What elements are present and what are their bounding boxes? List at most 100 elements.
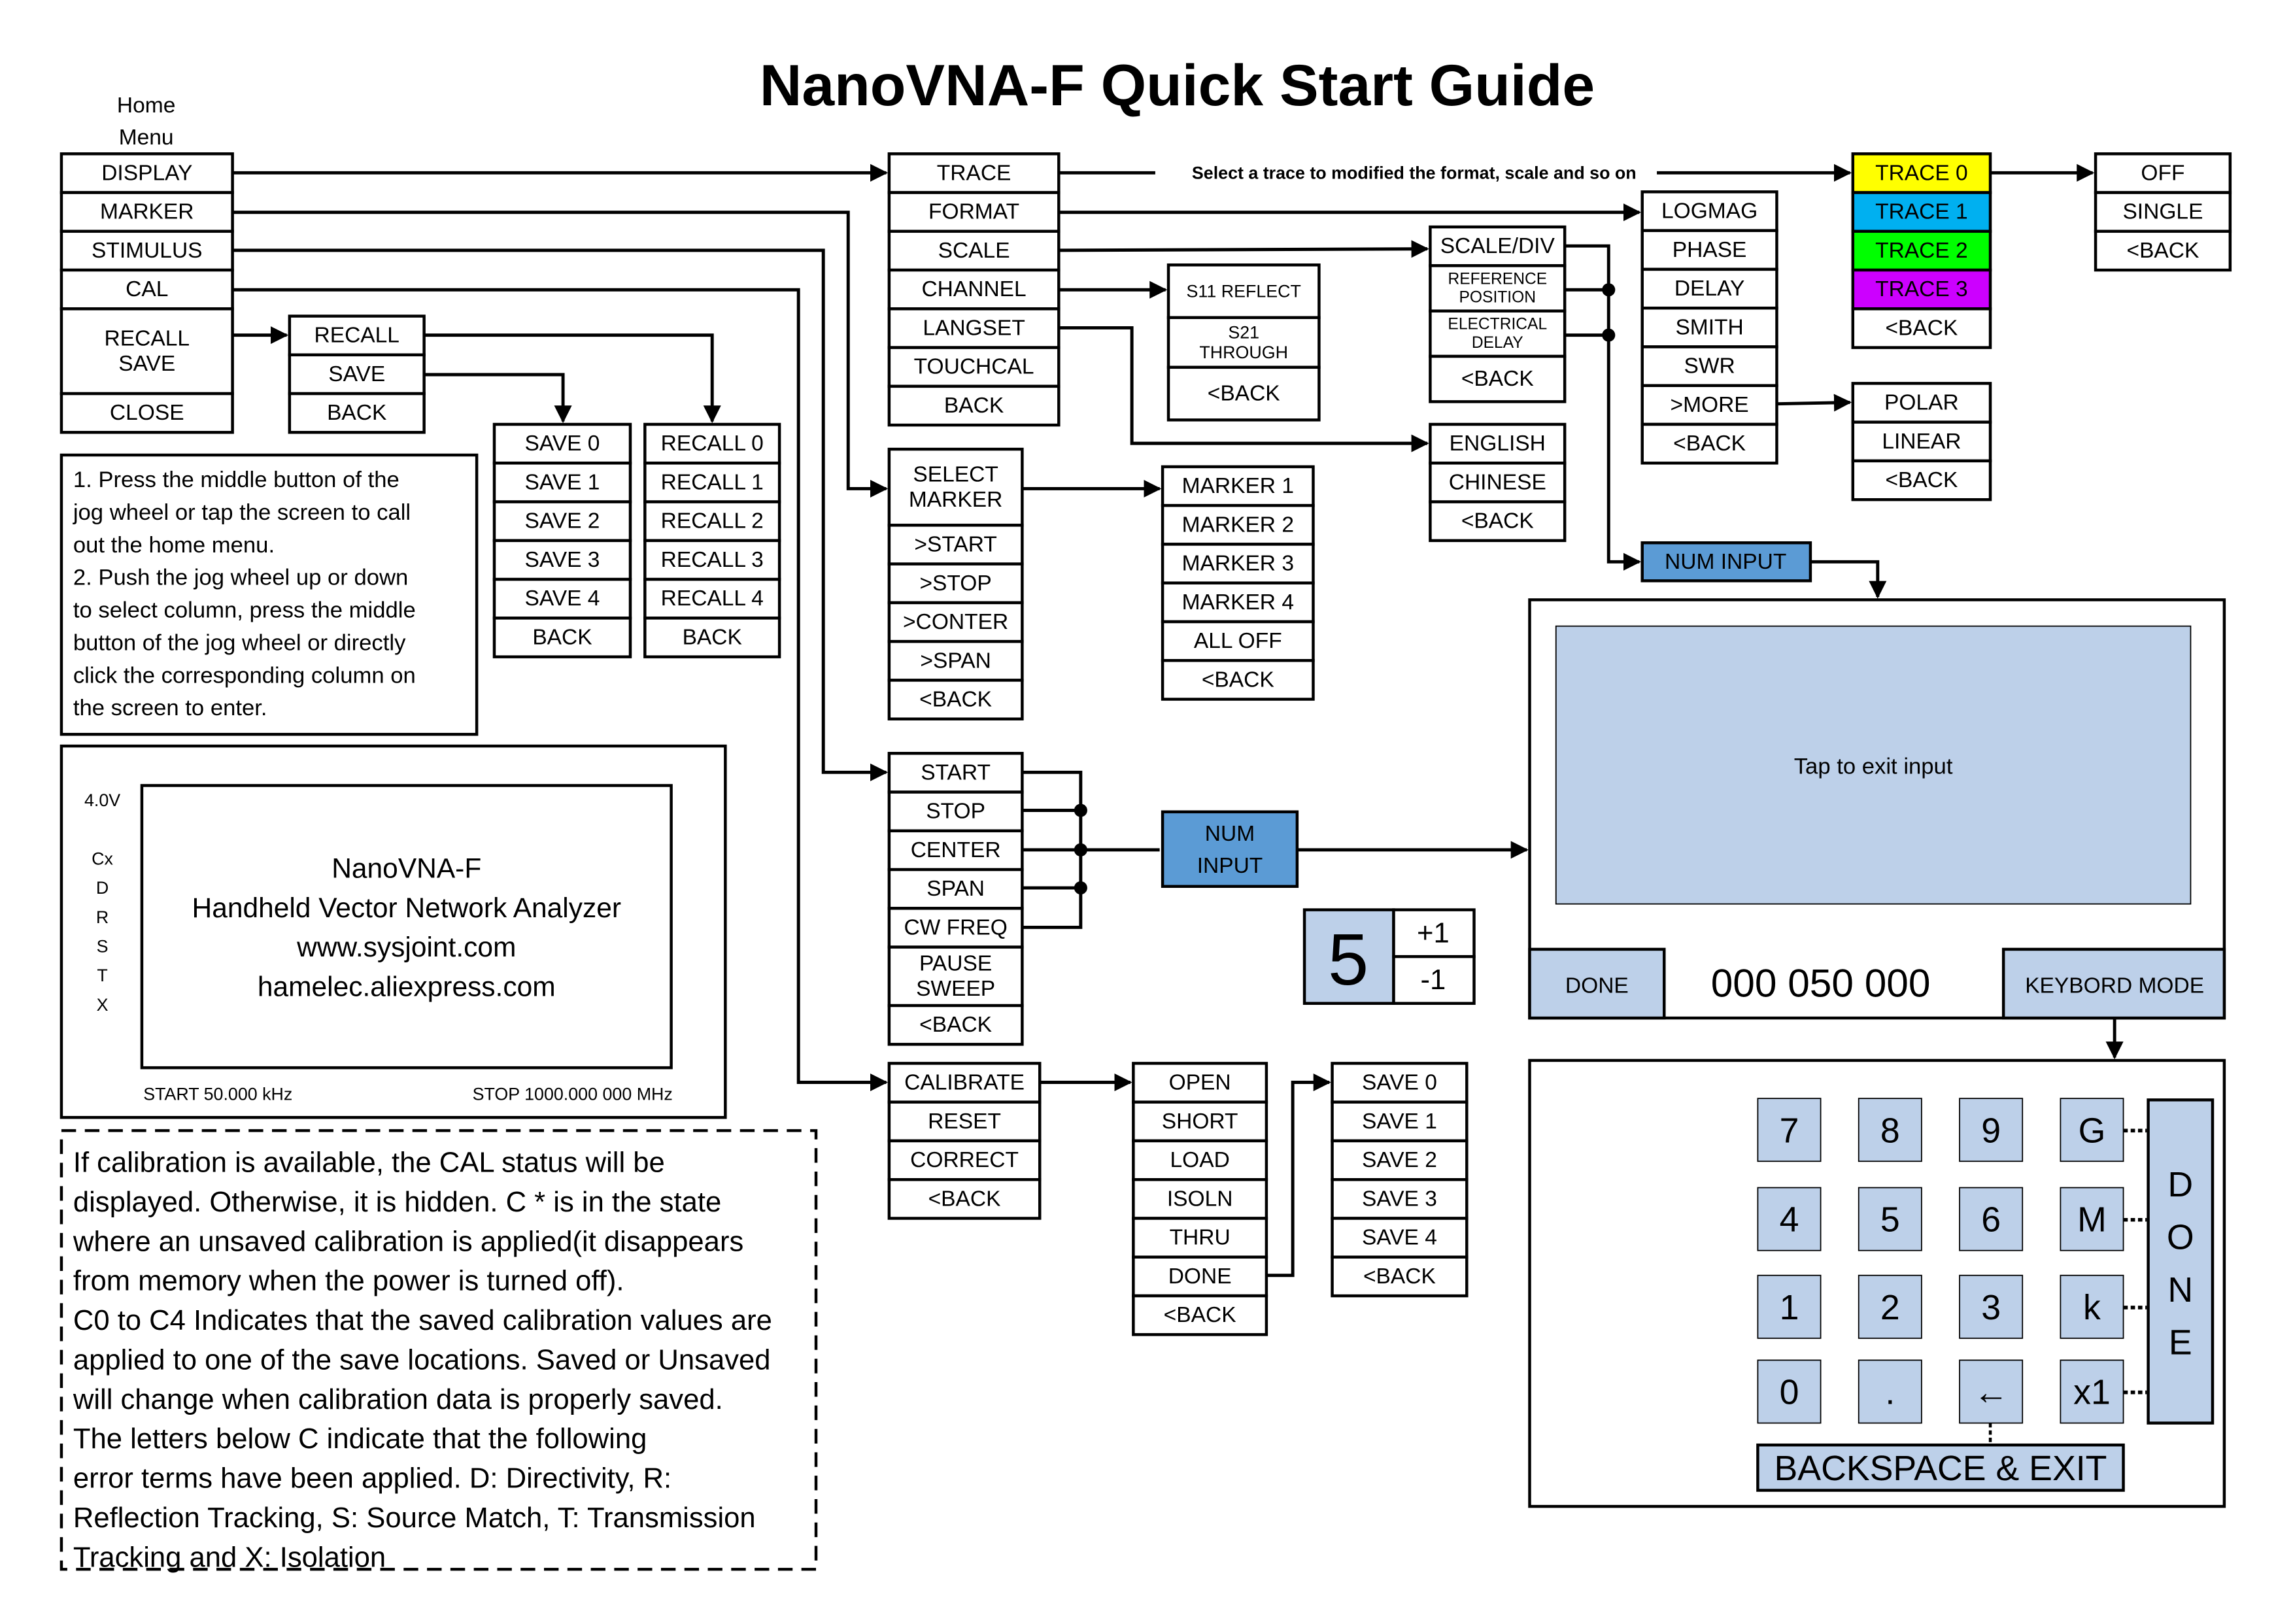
tap-to-exit-area[interactable] bbox=[1555, 625, 2192, 905]
menu-item-save-0[interactable] bbox=[492, 422, 632, 465]
menu-item-phase[interactable] bbox=[1640, 229, 1778, 271]
menu-item-langset[interactable] bbox=[887, 307, 1061, 349]
menu-item-back[interactable] bbox=[1851, 307, 1992, 349]
menu-item-marker[interactable] bbox=[59, 191, 234, 233]
keyboard-mode-button[interactable] bbox=[2001, 947, 2226, 1020]
menu-item-back[interactable] bbox=[1161, 659, 1315, 701]
key-M[interactable]: M bbox=[2060, 1187, 2124, 1251]
jog-minus-one[interactable]: -1 bbox=[1420, 964, 1446, 996]
menu-item-linear[interactable] bbox=[1851, 420, 1992, 463]
menu-item-save-3[interactable] bbox=[492, 539, 632, 581]
menu-item-label: SAVE bbox=[328, 362, 385, 386]
menu-item-label: SAVE 4 bbox=[525, 586, 600, 611]
key-4[interactable]: 4 bbox=[1757, 1187, 1822, 1251]
menu-item-span[interactable] bbox=[887, 639, 1024, 682]
menu-item-back[interactable] bbox=[887, 1178, 1042, 1220]
key-3[interactable]: 3 bbox=[1959, 1274, 2024, 1339]
menu-item-label: <BACK bbox=[919, 1013, 992, 1037]
done-letter: N bbox=[2167, 1270, 2193, 1310]
menu-item-back[interactable] bbox=[2094, 229, 2232, 272]
jog-plus-one[interactable]: +1 bbox=[1417, 917, 1450, 949]
num-done-button[interactable] bbox=[1528, 947, 1666, 1020]
key-1[interactable]: 1 bbox=[1757, 1274, 1822, 1339]
key-2[interactable]: 2 bbox=[1858, 1274, 1922, 1339]
menu-item-label: LANGSET bbox=[923, 316, 1025, 340]
menu-item-back[interactable] bbox=[1166, 365, 1321, 422]
menu-item-save-2[interactable] bbox=[492, 500, 632, 543]
key-0[interactable]: 0 bbox=[1757, 1359, 1822, 1424]
menu-item-s21-through[interactable] bbox=[1166, 316, 1321, 369]
key-8[interactable]: 8 bbox=[1858, 1098, 1922, 1162]
keypad-done-button[interactable] bbox=[2147, 1098, 2215, 1425]
menu-item-back[interactable] bbox=[1429, 500, 1567, 543]
menu-item-start[interactable] bbox=[887, 524, 1024, 566]
key-k[interactable]: k bbox=[2060, 1274, 2124, 1339]
menu-item-back[interactable] bbox=[887, 1004, 1024, 1046]
menu-item-back[interactable] bbox=[288, 392, 426, 434]
key-backspace[interactable]: ← bbox=[1959, 1359, 2024, 1424]
num-input-box-top[interactable]: NUM INPUT bbox=[1640, 541, 1812, 583]
menu-item-back[interactable] bbox=[643, 617, 781, 658]
backspace-exit-button[interactable] bbox=[1756, 1443, 2125, 1492]
menu-item-back[interactable] bbox=[1132, 1294, 1268, 1336]
menu-item-select-marker[interactable] bbox=[887, 447, 1024, 527]
key-dot[interactable]: . bbox=[1858, 1359, 1922, 1424]
menu-item-done[interactable] bbox=[1132, 1255, 1268, 1298]
menu-item-save-2[interactable] bbox=[1331, 1139, 1469, 1181]
menu-item-isoln[interactable] bbox=[1132, 1178, 1268, 1220]
menu-item-recall-2[interactable] bbox=[643, 500, 781, 543]
menu-item-trace-2[interactable] bbox=[1851, 229, 1992, 272]
menu-item-recall-3[interactable] bbox=[643, 539, 781, 581]
menu-item-english[interactable] bbox=[1429, 422, 1567, 465]
key-6[interactable]: 6 bbox=[1959, 1187, 2024, 1251]
menu-item-back[interactable] bbox=[887, 384, 1061, 427]
menu-item-back[interactable] bbox=[1429, 354, 1567, 403]
menu-item-conter[interactable] bbox=[887, 601, 1024, 643]
menu-item-back[interactable] bbox=[887, 679, 1024, 720]
menu-item-correct[interactable] bbox=[887, 1139, 1042, 1181]
menu-item-label: <BACK bbox=[928, 1187, 1001, 1211]
menu-item-open[interactable] bbox=[1132, 1062, 1268, 1104]
menu-item-short[interactable] bbox=[1132, 1100, 1268, 1143]
menu-item-back[interactable] bbox=[1640, 422, 1778, 465]
menu-item-save-4[interactable] bbox=[1331, 1217, 1469, 1259]
menu-item-calibrate[interactable] bbox=[887, 1062, 1042, 1104]
menu-item-start[interactable] bbox=[887, 752, 1024, 794]
menu-item-polar[interactable] bbox=[1851, 382, 1992, 424]
menu-item-marker-3[interactable] bbox=[1161, 543, 1315, 584]
key-5[interactable]: 5 bbox=[1858, 1187, 1922, 1251]
menu-item-reference-position[interactable] bbox=[1429, 264, 1567, 313]
menu-item-single[interactable] bbox=[2094, 191, 2232, 233]
menu-item-pause-sweep[interactable] bbox=[887, 945, 1024, 1007]
menu-item-stimulus[interactable] bbox=[59, 229, 234, 272]
key-9[interactable]: 9 bbox=[1959, 1098, 2024, 1162]
menu-item-recall-4[interactable] bbox=[643, 577, 781, 620]
key-x1[interactable]: x1 bbox=[2060, 1359, 2124, 1424]
menu-item-back[interactable] bbox=[1851, 459, 1992, 501]
menu-item-marker-4[interactable] bbox=[1161, 581, 1315, 624]
menu-item-back[interactable] bbox=[492, 617, 632, 658]
menu-item-more[interactable] bbox=[1640, 384, 1778, 426]
menu-item-trace-3[interactable] bbox=[1851, 268, 1992, 311]
menu-item-marker-1[interactable] bbox=[1161, 465, 1315, 507]
menu-item-save-1[interactable] bbox=[1331, 1100, 1469, 1143]
menu-item-electrical-delay[interactable] bbox=[1429, 309, 1567, 358]
key-7[interactable]: 7 bbox=[1757, 1098, 1822, 1162]
menu-item-trace-1[interactable] bbox=[1851, 191, 1992, 233]
menu-item-close[interactable] bbox=[59, 392, 234, 434]
menu-item-touchcal[interactable] bbox=[887, 346, 1061, 388]
menu-item-label: POLAR bbox=[1884, 391, 1959, 415]
menu-item-recall-save[interactable] bbox=[59, 307, 234, 396]
menu-item-thru[interactable] bbox=[1132, 1217, 1268, 1259]
key-G[interactable]: G bbox=[2060, 1098, 2124, 1162]
menu-item-s11-reflect[interactable] bbox=[1166, 263, 1321, 319]
menu-item-back[interactable] bbox=[1331, 1255, 1469, 1298]
menu-item-recall-0[interactable] bbox=[643, 422, 781, 465]
menu-item-delay[interactable] bbox=[1640, 267, 1778, 310]
menu-item-stop[interactable] bbox=[887, 790, 1024, 833]
menu-item-load[interactable] bbox=[1132, 1139, 1268, 1181]
menu-item-label: >START bbox=[914, 532, 996, 556]
svg-text:NUM INPUT: NUM INPUT bbox=[1665, 550, 1786, 574]
instruction-line: 1. Press the middle button of the bbox=[73, 467, 399, 492]
